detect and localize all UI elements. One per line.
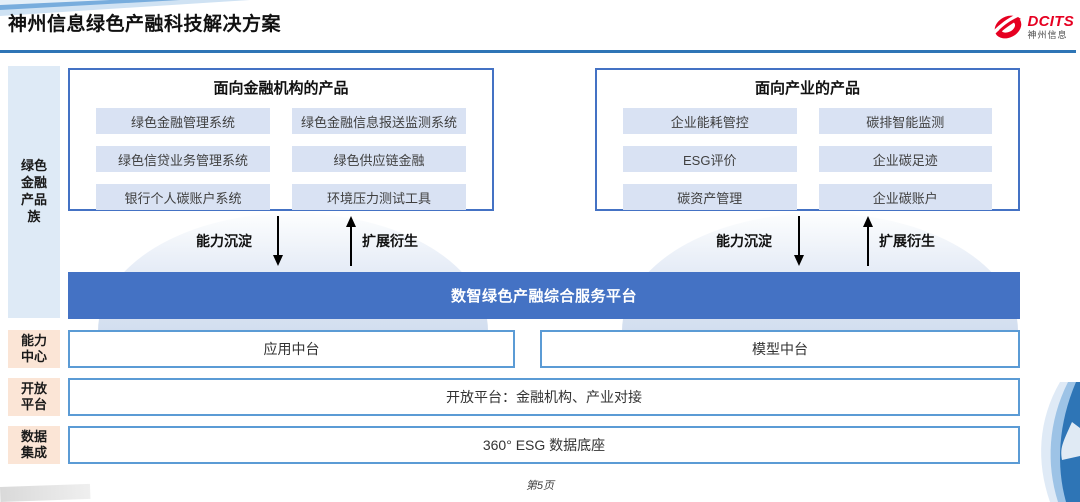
product-item: 绿色信贷业务管理系统: [96, 146, 270, 172]
down-arrow-icon: [794, 216, 804, 266]
rail-capability-label: 能力中心: [20, 332, 47, 364]
rail-product-family: 绿色金融产品族: [8, 66, 60, 318]
rail-data-integration-label: 数据集成: [20, 428, 47, 460]
dcits-logo: DCITS 神州信息: [978, 5, 1074, 49]
product-item: 企业能耗管控: [623, 108, 797, 134]
logo-brand: DCITS: [1027, 13, 1074, 30]
flow-down-label-left: 能力沉淀: [196, 233, 252, 249]
product-item: 碳资产管理: [623, 184, 797, 210]
bottom-left-swoosh-decoration: [0, 483, 91, 502]
logo-brand-cn: 神州信息: [1027, 30, 1068, 40]
rail-data-integration: 数据集成: [8, 426, 60, 464]
product-item: 企业碳账户: [818, 184, 992, 210]
product-item: 绿色金融管理系统: [96, 108, 270, 134]
dcits-swirl-icon: [992, 13, 1023, 39]
rail-product-family-label: 绿色金融产品族: [20, 158, 47, 224]
down-arrow-icon: [273, 216, 283, 266]
data-base-box: 360° ESG 数据底座: [68, 426, 1020, 464]
group-financial-grid: 绿色金融管理系统 绿色金融信息报送监测系统 绿色信贷业务管理系统 绿色供应链金融…: [70, 98, 492, 210]
up-arrow-icon: [863, 216, 873, 266]
header-divider: [0, 50, 1076, 53]
product-item: 绿色金融信息报送监测系统: [292, 108, 466, 134]
rail-open-platform-label: 开放平台: [20, 380, 47, 412]
group-financial-products: 面向金融机构的产品 绿色金融管理系统 绿色金融信息报送监测系统 绿色信贷业务管理…: [68, 68, 494, 211]
product-item: 银行个人碳账户系统: [96, 184, 270, 210]
group-financial-title: 面向金融机构的产品: [213, 80, 349, 97]
capability-box-application: 应用中台: [68, 330, 515, 368]
platform-bar: 数智绿色产融综合服务平台: [68, 272, 1020, 319]
capability-box-model: 模型中台: [540, 330, 1020, 368]
up-arrow-icon: [346, 216, 356, 266]
page-number: 第5页: [525, 480, 555, 492]
group-industry-products: 面向产业的产品 企业能耗管控 碳排智能监测 ESG评价 企业碳足迹 碳资产管理 …: [595, 68, 1020, 211]
product-item: 碳排智能监测: [818, 108, 992, 134]
bottom-right-swoosh-decoration: [1041, 382, 1080, 502]
flow-up-label-right: 扩展衍生: [879, 233, 935, 249]
logo-text: DCITS 神州信息: [1028, 14, 1075, 40]
rail-capability-center: 能力中心: [8, 330, 60, 368]
product-item: 环境压力测试工具: [292, 184, 466, 210]
group-industry-grid: 企业能耗管控 碳排智能监测 ESG评价 企业碳足迹 碳资产管理 企业碳账户: [597, 98, 1018, 210]
product-item: 企业碳足迹: [818, 146, 992, 172]
flow-down-label-right: 能力沉淀: [716, 233, 772, 249]
group-industry-title: 面向产业的产品: [754, 80, 860, 97]
open-platform-box: 开放平台：金融机构、产业对接: [68, 378, 1020, 416]
rail-open-platform: 开放平台: [8, 378, 60, 416]
top-left-swoosh-decoration: [0, 0, 250, 16]
flow-up-label-left: 扩展衍生: [362, 233, 418, 249]
product-item: ESG评价: [623, 146, 797, 172]
page-title: 神州信息绿色产融科技解决方案: [8, 14, 282, 35]
product-item: 绿色供应链金融: [292, 146, 466, 172]
